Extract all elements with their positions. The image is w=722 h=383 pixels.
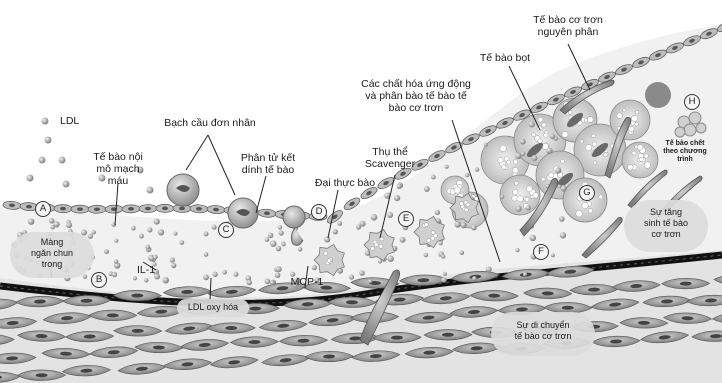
marker-b: B: [91, 272, 107, 288]
label-monocyte: Bạch cầu đơn nhân: [140, 117, 280, 129]
label-oxidized-ldl: LDL oxy hóa: [177, 302, 249, 313]
label-macrophage: Đại thực bào: [300, 177, 390, 189]
marker-a: A: [35, 201, 51, 217]
marker-f: F: [533, 244, 549, 260]
marker-h: H: [684, 94, 700, 110]
label-ldl: LDL: [60, 115, 79, 127]
label-foam-cell: Tế bào bọt: [470, 52, 540, 64]
label-mcp1: MCP-1: [282, 276, 332, 288]
marker-c: C: [218, 222, 234, 238]
label-il1: IL-1: [137, 264, 155, 276]
marker-d: D: [311, 204, 327, 220]
marker-g: G: [579, 185, 595, 201]
marker-e: E: [398, 211, 414, 227]
